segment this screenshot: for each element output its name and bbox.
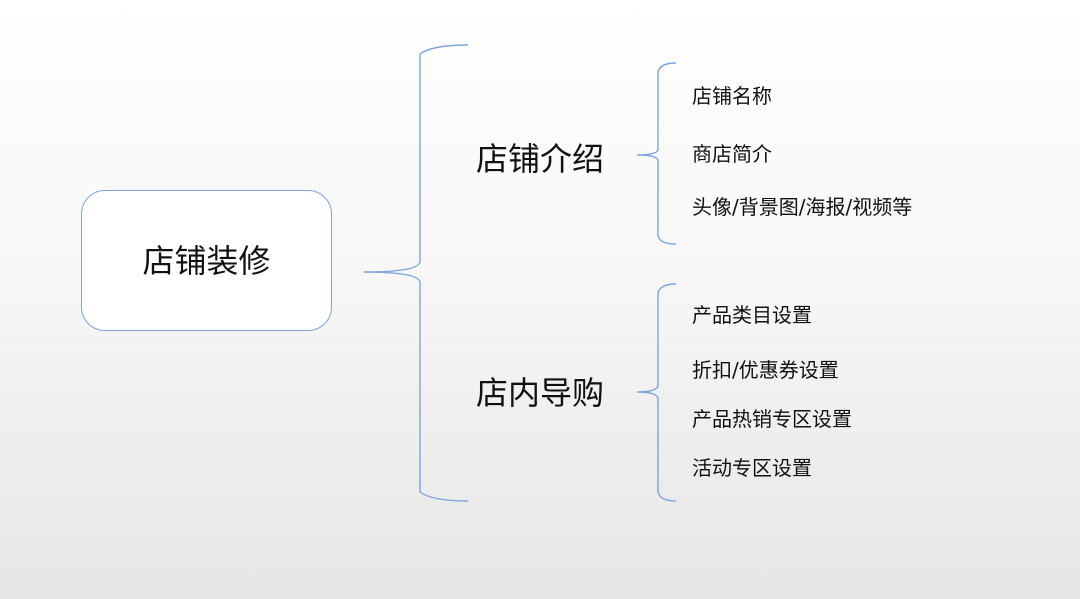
leaf-shop-profile: 商店简介 <box>692 142 772 166</box>
root-label: 店铺装修 <box>142 241 271 280</box>
leaf-discount-settings: 折扣/优惠券设置 <box>692 358 839 382</box>
main-bracket <box>363 44 469 502</box>
leaf-hot-sale-settings: 产品热销专区设置 <box>692 407 852 431</box>
root-node: 店铺装修 <box>81 190 332 331</box>
bracket-shop-intro <box>636 62 677 245</box>
leaf-category-settings: 产品类目设置 <box>692 303 812 327</box>
branch-shop-intro: 店铺介绍 <box>476 140 605 178</box>
bracket-shopping-guide <box>636 283 677 502</box>
leaf-media-assets: 头像/背景图/海报/视频等 <box>692 195 913 219</box>
leaf-campaign-settings: 活动专区设置 <box>692 456 812 480</box>
leaf-shop-name: 店铺名称 <box>692 84 772 108</box>
branch-shopping-guide: 店内导购 <box>476 374 605 412</box>
